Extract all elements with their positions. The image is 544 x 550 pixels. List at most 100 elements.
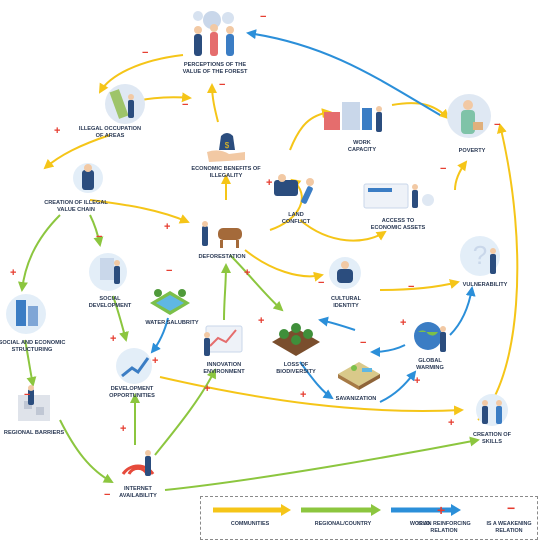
social-structuring-illustration: [6, 294, 46, 334]
node-innovation-environment: INNOVATION ENVIRONMENT: [203, 362, 244, 375]
minus-sign: −: [408, 281, 415, 293]
node-label: PERCEPTIONS OF THE VALUE OF THE FOREST: [182, 62, 248, 75]
node-deforestation: DEFORESTATION: [198, 254, 245, 261]
plus-sign: +: [258, 315, 265, 327]
plus-sign: +: [400, 317, 407, 329]
plus-sign: +: [414, 375, 421, 387]
legend-reinforcing: IS AN REINFORCING RELATION: [417, 521, 471, 534]
node-vulnerability: VULNERABILITY: [463, 282, 508, 289]
node-label: DEVELOPMENT OPPORTUNITIES: [109, 386, 155, 399]
development-opportunities-illustration: [116, 348, 152, 384]
node-label: POVERTY: [458, 148, 486, 154]
innovation-environment-illustration: [204, 325, 243, 356]
plus-sign: +: [204, 383, 211, 395]
node-illegal-occupation: ILLEGAL OCCUPATION OF AREAS: [79, 126, 141, 139]
minus-sign: −: [182, 99, 189, 111]
legend-weakening: IS A WEAKENING RELATION: [486, 521, 532, 534]
vulnerability-illustration: ?: [460, 236, 500, 276]
node-economic-benefits-of-illegality: ECONOMIC BENEFITS OF ILLEGALITY: [191, 166, 260, 179]
minus-sign: −: [318, 277, 325, 289]
legend-plus-sign: +: [437, 502, 446, 518]
minus-sign: −: [96, 231, 103, 243]
node-label: SOCIAL DEVELOPMENT: [88, 296, 132, 309]
illegal-value-chain-illustration: [73, 163, 103, 193]
node-label: GLOBAL WARMING: [416, 358, 444, 371]
node-label: ECONOMIC BENEFITS OF ILLEGALITY: [191, 166, 261, 179]
node-label: REGIONAL BARRIERS: [3, 430, 65, 436]
node-water-salubrity: WATER SALUBRITY: [145, 320, 198, 327]
global-warming-illustration: [414, 322, 446, 352]
plus-sign: +: [266, 177, 273, 189]
node-label: INTERNET AVAILABILITY: [119, 486, 157, 499]
plus-sign: +: [54, 125, 61, 137]
node-label: VULNERABILITY: [462, 282, 508, 288]
minus-sign: −: [166, 265, 173, 277]
biodiversity-loss-illustration: [272, 323, 320, 356]
savanization-illustration: [338, 362, 380, 390]
node-label: CREATION OF SKILLS: [472, 432, 512, 445]
node-label: SOCIAL AND ECONOMIC STRUCTURING: [0, 340, 66, 353]
node-label: LAND CONFLICT: [281, 212, 311, 225]
minus-sign: −: [104, 489, 111, 501]
plus-sign: +: [152, 355, 159, 367]
water-salubrity-illustration: [150, 289, 190, 315]
node-poverty: POVERTY: [459, 148, 486, 155]
minus-sign: −: [360, 337, 367, 349]
node-perceptions-of-forest-value: PERCEPTIONS OF THE VALUE OF THE FOREST: [183, 62, 248, 75]
forest-perception-illustration: [193, 11, 234, 56]
plus-sign: +: [300, 389, 307, 401]
legend-minus-sign: −: [507, 500, 516, 516]
node-loss-of-biodiversity: LOSS OF BIODIVERSITY: [276, 362, 315, 375]
minus-sign: −: [24, 389, 31, 401]
cultural-identity-illustration: [329, 257, 361, 289]
regional-barriers-illustration: [18, 385, 50, 421]
legend-arrows: [213, 504, 461, 516]
minus-sign: −: [494, 119, 501, 131]
deforestation-illustration: [202, 221, 242, 248]
plus-sign: +: [244, 267, 251, 279]
node-label: WATER SALUBRITY: [145, 320, 199, 326]
economic-assets-illustration: [363, 183, 434, 209]
node-creation-of-skills: CREATION OF SKILLS: [473, 432, 511, 445]
minus-sign: −: [142, 47, 149, 59]
work-capacity-illustration: [324, 102, 382, 132]
node-cultural-identity: CULTURAL IDENTITY: [331, 296, 361, 309]
plus-sign: +: [448, 417, 455, 429]
plus-sign: +: [120, 423, 127, 435]
node-label: WORK CAPACITY: [347, 140, 377, 153]
illegal-occupation-illustration: [105, 84, 145, 124]
minus-sign: −: [260, 11, 267, 23]
plus-sign: +: [10, 267, 17, 279]
plus-sign: +: [164, 221, 171, 233]
legend-world: WORLD: [409, 521, 431, 527]
minus-sign: −: [219, 79, 226, 91]
node-creation-of-illegal-value-chain: CREATION OF ILLEGAL VALUE CHAIN: [44, 200, 108, 213]
land-conflict-illustration: [274, 174, 314, 204]
poverty-illustration: [447, 94, 491, 138]
svg-text:$: $: [225, 141, 230, 150]
node-social-development: SOCIAL DEVELOPMENT: [89, 296, 132, 309]
node-label: INNOVATION ENVIRONMENT: [203, 362, 245, 375]
node-work-capacity: WORK CAPACITY: [348, 140, 376, 153]
creation-skills-illustration: [476, 394, 508, 426]
node-label: SAVANIZATION: [335, 396, 377, 402]
legend-regional-country: REGIONAL/COUNTRY: [314, 521, 372, 527]
minus-sign: −: [440, 163, 447, 175]
node-social-and-economic-structuring: SOCIAL AND ECONOMIC STRUCTURING: [0, 340, 65, 353]
social-development-illustration: [89, 253, 127, 291]
legend-communities: COMMUNITIES: [230, 521, 270, 527]
internet-availability-illustration: [121, 450, 155, 476]
node-label: ILLEGAL OCCUPATION OF AREAS: [78, 126, 142, 139]
node-savanization: SAVANIZATION: [336, 396, 377, 403]
svg-text:?: ?: [473, 240, 487, 270]
node-label: DEFORESTATION: [198, 254, 246, 260]
plus-sign: +: [110, 333, 117, 345]
node-label: CREATION OF ILLEGAL VALUE CHAIN: [44, 200, 108, 213]
node-label: CULTURAL IDENTITY: [330, 296, 362, 309]
legend: COMMUNITIES REGIONAL/COUNTRY WORLD + IS …: [200, 496, 538, 540]
world-links: [150, 29, 476, 403]
node-access-to-economic-assets: ACCESS TO ECONOMIC ASSETS: [371, 218, 426, 231]
node-development-opportunities: DEVELOPMENT OPPORTUNITIES: [109, 386, 155, 399]
